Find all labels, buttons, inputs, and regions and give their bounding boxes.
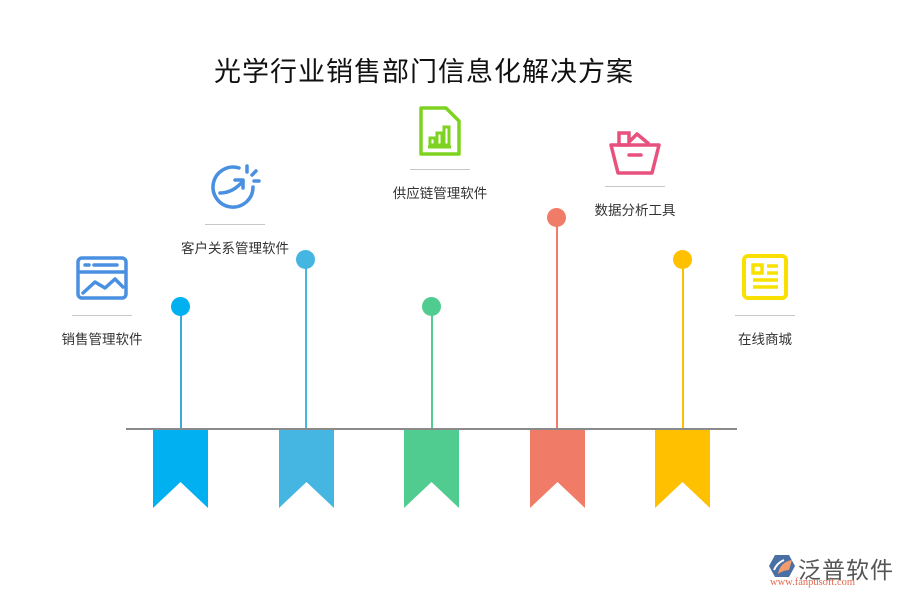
item-online-mall: 在线商城	[720, 253, 810, 348]
stem-3	[431, 306, 433, 428]
growth-arrow-icon	[211, 164, 261, 209]
flag-2	[279, 430, 334, 508]
page-title: 光学行业销售部门信息化解决方案	[214, 57, 634, 87]
dot-5	[673, 250, 692, 269]
dot-1	[171, 297, 190, 316]
item-label: 供应链管理软件	[392, 186, 488, 201]
dot-2	[296, 250, 315, 269]
item-label: 数据分析工具	[594, 203, 676, 218]
dot-3	[422, 297, 441, 316]
dot-4	[547, 208, 566, 227]
basket-icon	[609, 131, 661, 175]
document-bar-chart-icon	[419, 106, 461, 156]
flag-4	[530, 430, 585, 508]
brand-name: 泛普软件	[798, 557, 894, 583]
item-data-analysis-tools: 数据分析工具	[575, 130, 695, 219]
news-page-icon	[742, 254, 788, 300]
item-label: 销售管理软件	[61, 332, 143, 347]
flag-5	[655, 430, 710, 508]
stem-2	[305, 260, 307, 428]
item-label: 客户关系管理软件	[181, 241, 289, 256]
item-crm-software: 客户关系管理软件	[170, 163, 300, 257]
browser-chart-icon	[76, 256, 128, 300]
separator	[410, 169, 470, 170]
separator	[735, 315, 795, 316]
timeline-baseline	[126, 428, 737, 430]
item-sales-software: 销售管理软件	[52, 255, 152, 348]
separator	[205, 224, 265, 225]
item-label: 在线商城	[738, 332, 792, 347]
stem-5	[682, 260, 684, 428]
flag-1	[153, 430, 208, 508]
item-supply-chain-software: 供应链管理软件	[380, 105, 500, 202]
fanpu-logo-icon	[769, 555, 795, 577]
stem-4	[556, 217, 558, 428]
stem-1	[180, 306, 182, 428]
separator	[605, 186, 665, 187]
separator	[72, 315, 132, 316]
flag-3	[404, 430, 459, 508]
brand-url: www.fanpusoft.com	[770, 577, 856, 588]
